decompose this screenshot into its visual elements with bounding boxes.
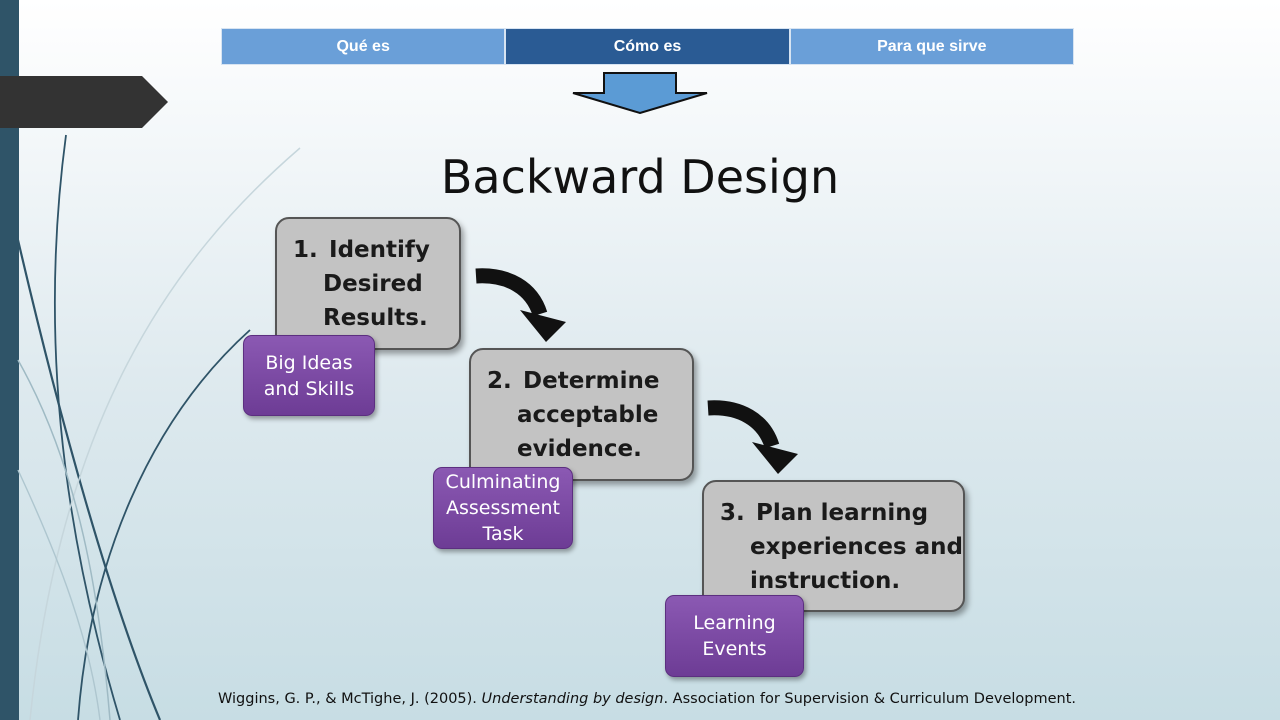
tab-como-es[interactable]: Cómo es — [505, 28, 790, 65]
slide-title: Backward Design — [440, 150, 840, 204]
step-text: experiences and — [750, 534, 963, 560]
tag-text: Events — [702, 638, 767, 660]
step-text: Results. — [323, 305, 428, 331]
step-text: Determine — [523, 368, 660, 394]
step-number: 3. — [720, 500, 745, 526]
tab-para-que-sirve[interactable]: Para que sirve — [789, 28, 1074, 65]
step-text: acceptable — [517, 402, 659, 428]
tag-text: and Skills — [263, 377, 355, 400]
tab-que-es[interactable]: Qué es — [221, 28, 506, 65]
navigation-tabs: Qué es Cómo es Para que sirve — [221, 28, 1074, 65]
curved-arrow-icon — [475, 268, 566, 342]
step-3-box: 3. Plan learning experiences and instruc… — [702, 480, 965, 612]
citation: Wiggins, G. P., & McTighe, J. (2005). Un… — [218, 691, 1076, 707]
decorative-curves — [16, 134, 301, 720]
step-text: Desired — [323, 271, 423, 297]
step-number: 1. — [293, 237, 318, 263]
step-text: Identify — [329, 237, 430, 263]
citation-book-title: Understanding by design — [481, 691, 664, 707]
step-text: evidence. — [517, 436, 642, 462]
curved-arrow-icon — [707, 400, 798, 474]
citation-authors: Wiggins, G. P., & McTighe, J. (2005). — [218, 691, 482, 707]
down-arrow-icon — [572, 72, 708, 114]
step-text: instruction. — [750, 568, 901, 594]
step-1-box: 1. Identify Desired Results. — [275, 217, 461, 350]
tag-text: Learning — [693, 612, 776, 634]
left-accent-bar — [0, 0, 19, 720]
citation-publisher: . Association for Supervision & Curricul… — [663, 691, 1076, 707]
tag-text: Task — [482, 523, 524, 545]
tag-text: Big Ideas — [265, 351, 353, 374]
section-banner — [0, 76, 168, 128]
step-2-box: 2. Determine acceptable evidence. — [469, 348, 694, 481]
step-text: Plan learning — [756, 500, 929, 526]
step-number: 2. — [487, 368, 512, 394]
tag-text: Assessment — [446, 497, 560, 519]
tag-text: Culminating — [445, 471, 561, 493]
tag-big-ideas: Big Ideas and Skills — [243, 335, 375, 416]
